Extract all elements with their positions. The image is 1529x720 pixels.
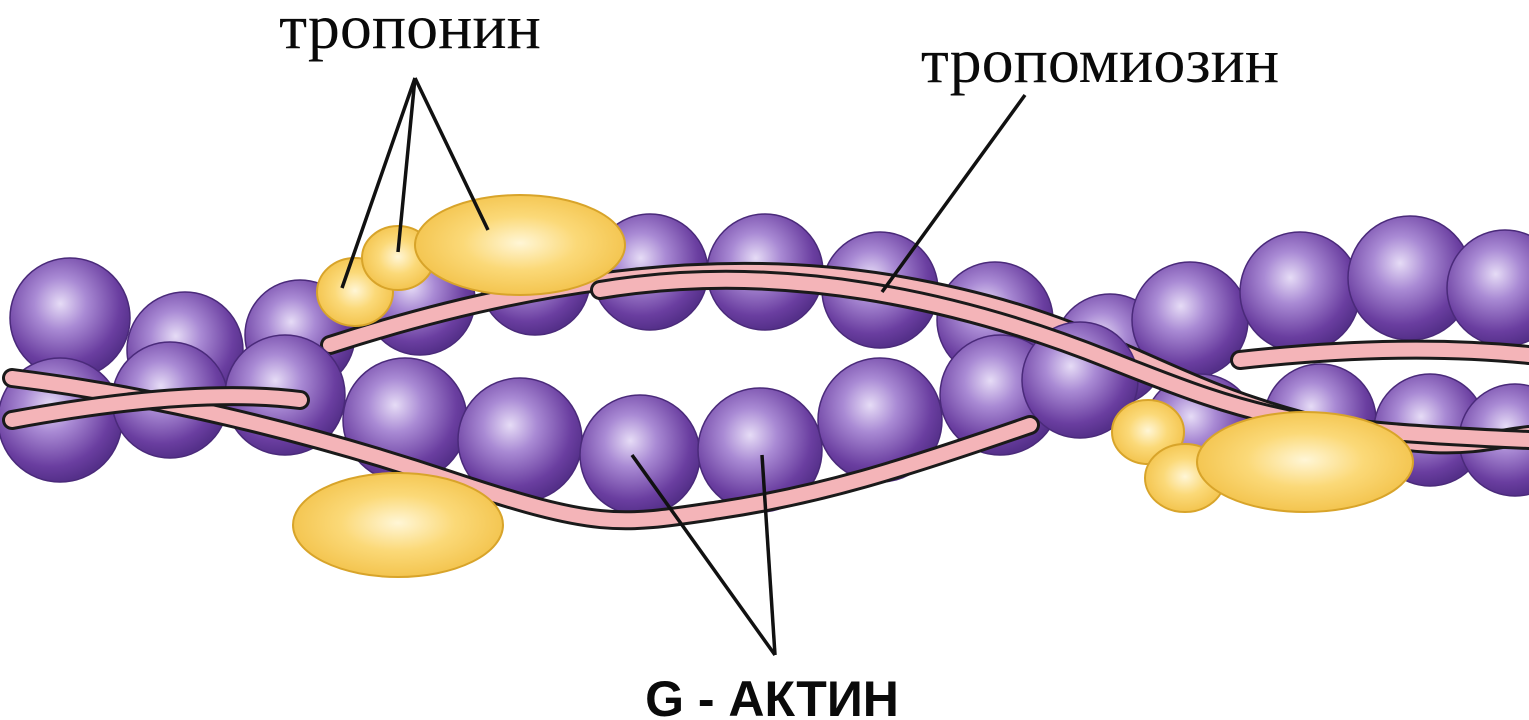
label-troponin: тропонин <box>279 0 541 62</box>
label-g-actin: G - АКТИН <box>645 671 899 720</box>
actin-monomer-icon <box>1240 232 1360 352</box>
troponin-ellipse-icon <box>1197 412 1413 512</box>
troponin-ellipse-icon <box>415 195 625 295</box>
label-tropomyosin: тропомиозин <box>921 25 1279 96</box>
actin-strand-front <box>0 322 1138 515</box>
troponin-ellipse-icon <box>293 473 503 577</box>
actin-monomer-icon <box>580 395 700 515</box>
